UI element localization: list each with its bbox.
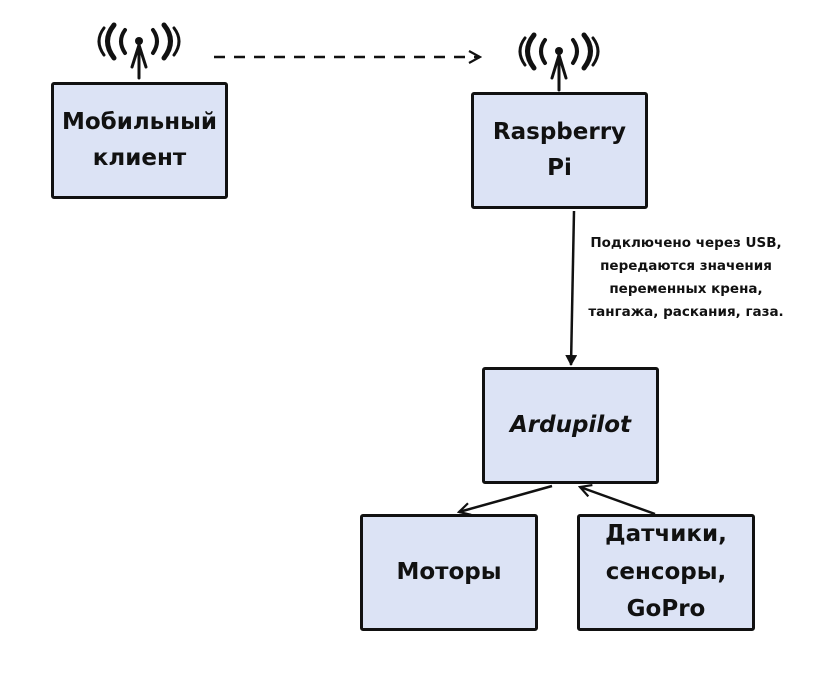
rpi-antenna-icon [518, 32, 600, 92]
sensors-node: Датчики, сенсоры, GoPro [577, 514, 755, 631]
usb-link-label: Подключено через USB, передаются значени… [588, 235, 784, 320]
mobile-client-node: Мобильный клиент [51, 82, 228, 199]
raspberry-pi-node: Raspberry Pi [471, 92, 648, 209]
mobile-antenna-icon [97, 22, 181, 80]
motors-link-edge [459, 484, 553, 512]
usb-link-edge [565, 210, 578, 366]
ardupilot-node: Ardupilot [482, 367, 659, 484]
sensors-label: Датчики, сенсоры, GoPro [605, 520, 727, 623]
motors-node: Моторы [360, 514, 538, 631]
mobile-client-label: Мобильный клиент [61, 108, 218, 171]
sensors-link-edge [580, 487, 656, 516]
ardupilot-label: Ardupilot [509, 411, 631, 438]
raspberry-pi-label: Raspberry Pi [492, 118, 627, 181]
motors-label: Моторы [396, 558, 502, 585]
